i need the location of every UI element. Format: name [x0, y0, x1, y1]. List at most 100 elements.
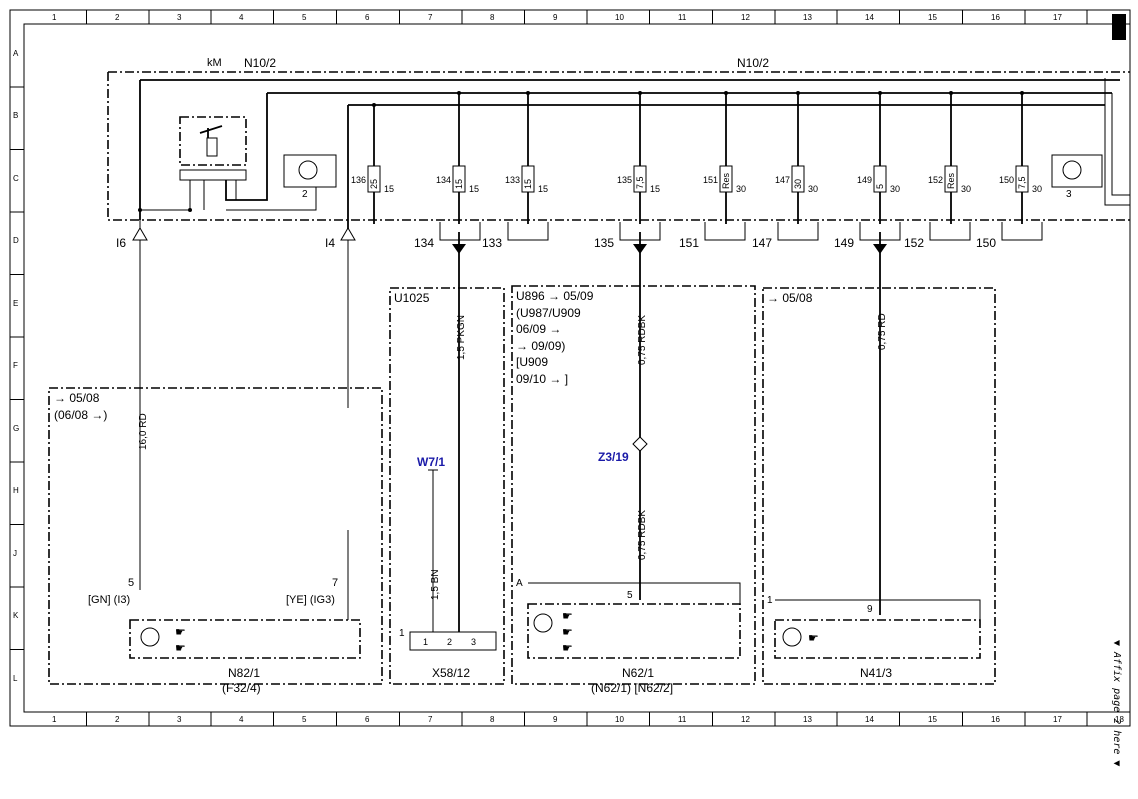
grid-col-label: 17: [1053, 715, 1062, 724]
fuse-terminal: 30: [961, 184, 971, 194]
pin-7-note: [YE] (IG3): [286, 594, 335, 606]
fuse-rating: 15: [523, 179, 533, 189]
grid-col-label: 11: [678, 715, 687, 724]
x58-12-box: [389, 287, 505, 685]
fuse-id: 150: [999, 175, 1014, 185]
junction-dot: [1020, 91, 1024, 95]
n82-1-date1: → 05/08: [54, 391, 100, 405]
connector-label: 135: [594, 236, 614, 250]
grid-col-label: 10: [615, 715, 624, 724]
transistor-block-2: [283, 154, 337, 188]
n41-pin-9: 9: [867, 604, 873, 615]
fuse-rating: 7,5: [635, 176, 645, 189]
document-icon: [1112, 14, 1126, 40]
wire-label-bn: 1,5 BN: [430, 569, 441, 600]
n82-1-date2: (06/08 →): [54, 408, 107, 422]
bus-bar-1: [139, 79, 1120, 220]
transistor-icon: [298, 160, 318, 180]
relay-switch: [199, 125, 223, 138]
bus-right-1: [1104, 78, 1130, 206]
grid-col-label: 1: [52, 13, 57, 22]
grid-row-label: B: [13, 111, 18, 120]
bus-bar-2: [225, 92, 1112, 201]
n41-3-module: [774, 619, 981, 659]
n62-1-line1: U896 → 05/09: [516, 289, 594, 303]
x58-12-name: X58/12: [432, 666, 470, 680]
grid-col-label: 1: [52, 715, 57, 724]
i6-label: I6: [116, 236, 126, 250]
grid-col-label: 17: [1053, 13, 1062, 22]
junction-dot: [457, 91, 461, 95]
grid-row-label: K: [13, 611, 19, 620]
connector-label: 150: [976, 236, 996, 250]
splice-z3-19: Z3/19: [598, 450, 629, 464]
w7-1-label: W7/1: [417, 455, 445, 469]
connector-bracket: [1001, 222, 1043, 241]
n10-2-label-left: N10/2: [244, 56, 276, 70]
grid-col-label: 2: [115, 13, 120, 22]
transistor-icon: [533, 613, 553, 633]
junction-dot: [796, 91, 800, 95]
splice-icon: [632, 436, 648, 452]
n62-1-subname: (N62/1) [N62/2]: [591, 681, 673, 695]
fuse-id: 133: [505, 175, 520, 185]
n62-1-line3: 06/09 →: [516, 322, 561, 336]
grid-row-label: L: [13, 674, 18, 683]
wire-label-pkgn: 1,5 PKGN: [456, 315, 467, 360]
pin-7: 7: [332, 577, 338, 589]
fuse-terminal: 15: [650, 184, 660, 194]
connector-bracket: [704, 222, 746, 241]
fuse-terminal: 30: [808, 184, 818, 194]
i4-label: I4: [325, 236, 335, 250]
n82-1-subname: (F32/4): [222, 681, 261, 695]
wire-label-rd: 0,75 RD: [877, 313, 888, 350]
fuse-id: 136: [351, 175, 366, 185]
grid-col-label: 9: [553, 13, 558, 22]
hand-pointer-icon: ☛: [808, 631, 819, 645]
grid-col-label: 18: [1115, 715, 1124, 724]
grid-row-label: A: [13, 49, 19, 58]
grid-col-label: 5: [302, 715, 307, 724]
i6-arrow-icon: [132, 227, 148, 241]
grid-col-label: 15: [928, 715, 937, 724]
inner-frame: [23, 23, 1131, 713]
relay-wiring: [140, 180, 237, 211]
n62-1-line4: → 09/09): [516, 339, 565, 353]
n62-1-module: [527, 603, 741, 659]
fuse-id: 149: [857, 175, 872, 185]
n62-1-name: N62/1: [622, 666, 654, 680]
grid-col-label: 16: [991, 13, 1000, 22]
wire-label-rdbk-bottom: 0,75 RDBK: [637, 510, 648, 560]
affix-page-note-container: ▼ Affix page 2 here ▼: [1100, 640, 1128, 790]
fuse-terminal: 30: [736, 184, 746, 194]
junction-dot: [188, 208, 192, 212]
x58-pin-1: 1: [423, 637, 428, 647]
n82-1-box: [48, 387, 383, 685]
hand-pointer-icon: ☛: [175, 625, 186, 639]
relay-3-number: 3: [1066, 189, 1072, 200]
hand-pointer-icon: ☛: [562, 641, 573, 655]
n82-1-module: [129, 619, 361, 659]
n41-3-connector-frame: [775, 599, 981, 620]
n10-2-module-border: [107, 71, 1130, 221]
grid-row-label: H: [13, 486, 19, 495]
n41-3-box: [762, 287, 996, 685]
relay-coil: [206, 137, 218, 157]
grid-row-label: F: [13, 361, 18, 370]
grid-col-label: 14: [865, 13, 874, 22]
junction-dot: [372, 103, 376, 107]
connector-label: 151: [679, 236, 699, 250]
grid-col-label: 12: [741, 715, 750, 724]
x58-pin-1-outer: 1: [399, 628, 405, 639]
grid-col-label: 8: [490, 715, 495, 724]
x58-12-connector: [409, 631, 497, 651]
grid-row-label: D: [13, 236, 19, 245]
bus-right-2: [1111, 93, 1130, 196]
n62-1-line6: 09/10 → ]: [516, 372, 568, 386]
fuse-rating: 25: [369, 179, 379, 189]
wire-label-rdbk-top: 0,75 RDBK: [637, 315, 648, 365]
n62-1-line5: [U909: [516, 355, 548, 369]
